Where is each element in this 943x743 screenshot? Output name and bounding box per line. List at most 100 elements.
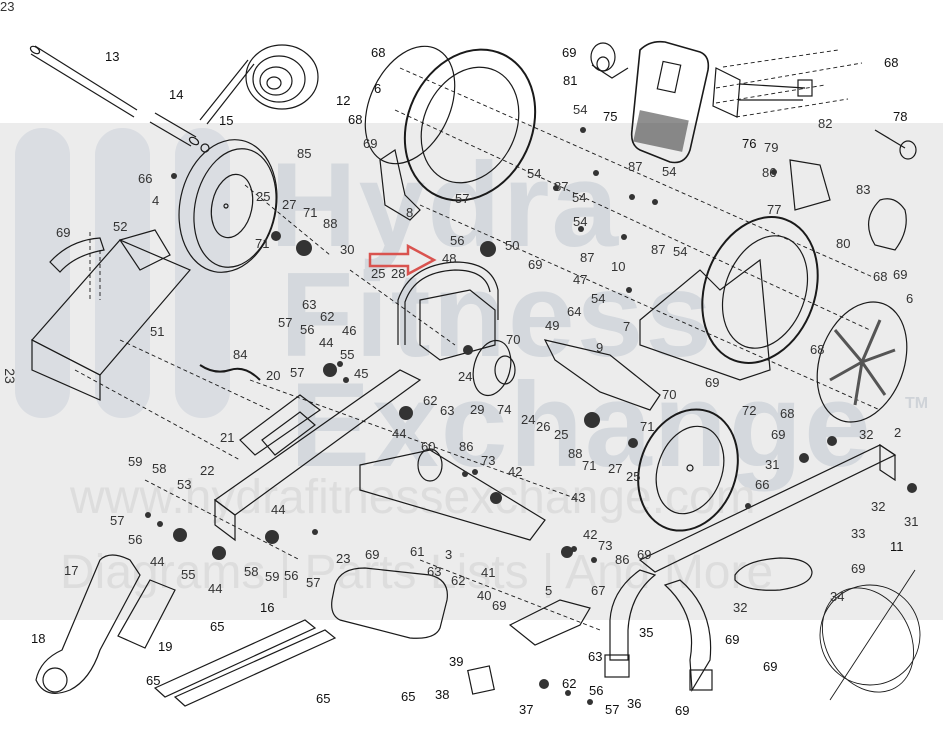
part-label-2: 2	[894, 425, 902, 440]
part-label-76: 76	[742, 136, 757, 151]
part-label-23: 23	[0, 0, 15, 14]
part-label-56: 56	[128, 532, 143, 547]
part-23-seat	[331, 567, 448, 639]
part-label-37: 37	[519, 702, 534, 717]
part-16-foot-straps	[153, 619, 337, 707]
part-7-fan-housing	[639, 216, 819, 381]
part-34-tray	[734, 557, 813, 591]
part-label-21: 21	[220, 430, 235, 445]
part-label-8: 8	[406, 205, 414, 220]
part-label-70: 70	[506, 332, 521, 347]
part-label-40: 40	[477, 588, 492, 603]
part-label-87: 87	[580, 250, 595, 265]
part-label-51: 51	[150, 324, 165, 339]
part-label-59: 59	[265, 569, 280, 584]
part-label-16: 16	[260, 600, 275, 615]
part-2-rear-rail	[609, 443, 897, 692]
part-label-35: 35	[639, 625, 654, 640]
part-12-belt-coil	[199, 44, 319, 125]
part-label-68: 68	[873, 269, 888, 284]
part-label-15: 15	[219, 113, 234, 128]
part-label-17: 17	[64, 563, 79, 578]
part-label-25: 25	[554, 427, 569, 442]
part-label-86: 86	[459, 439, 474, 454]
part-label-13: 13	[105, 49, 120, 64]
part-label-45: 45	[354, 366, 369, 381]
part-label-69: 69	[763, 659, 778, 674]
part-29-pulley	[472, 339, 516, 397]
part-label-54: 54	[673, 244, 688, 259]
part-label-4: 4	[152, 193, 160, 208]
part-label-69: 69	[363, 136, 378, 151]
part-label-57: 57	[306, 575, 321, 590]
part-label-68: 68	[780, 406, 795, 421]
part-label-58: 58	[152, 461, 167, 476]
part-label-74: 74	[497, 402, 512, 417]
part-label-12: 12	[336, 93, 351, 108]
part-label-65: 65	[316, 691, 331, 706]
part-3-seat-rail	[359, 448, 546, 541]
part-label-57: 57	[605, 702, 620, 717]
part-label-69: 69	[851, 561, 866, 576]
part-label-64: 64	[567, 304, 582, 319]
part-label-77: 77	[767, 202, 782, 217]
part-label-69: 69	[705, 375, 720, 390]
part-label-86: 86	[762, 165, 777, 180]
part-label-75: 75	[603, 109, 618, 124]
part-label-22: 22	[200, 463, 215, 478]
part-label-56: 56	[589, 683, 604, 698]
part-label-44: 44	[271, 502, 286, 517]
part-75-console	[630, 40, 710, 164]
part-label-39: 39	[449, 654, 464, 669]
part-label-54: 54	[527, 166, 542, 181]
part-36-end-cap	[604, 654, 630, 678]
part-label-57: 57	[278, 315, 293, 330]
part-4-flywheel	[178, 139, 278, 273]
part-label-63: 63	[427, 564, 442, 579]
part-51-front-stabilizer	[31, 229, 191, 401]
part-label-55: 55	[181, 567, 196, 582]
watermark-brand-line: Fitness	[280, 248, 715, 382]
part-label-36: 36	[627, 696, 642, 711]
part-label-54: 54	[573, 102, 588, 117]
part-label-67: 67	[591, 583, 606, 598]
highlight-arrow-icon	[368, 244, 437, 277]
part-label-47: 47	[573, 272, 588, 287]
part-label-58: 58	[244, 564, 259, 579]
part-76-console-mast	[712, 67, 813, 118]
part-label-30: 30	[340, 242, 355, 257]
page-number: 23	[1, 368, 18, 384]
fastener-dots	[145, 127, 917, 705]
part-38-pad	[467, 665, 495, 695]
part-label-49: 49	[545, 318, 560, 333]
part-label-70: 70	[662, 387, 677, 402]
part-label-32: 32	[871, 499, 886, 514]
part-label-20: 20	[266, 368, 281, 383]
part-label-10: 10	[611, 259, 626, 274]
part-label-87: 87	[651, 242, 666, 257]
part-label-52: 52	[113, 219, 128, 234]
part-19-strap-plate	[117, 579, 176, 649]
part-label-44: 44	[319, 335, 334, 350]
part-label-69: 69	[528, 257, 543, 272]
part-5-carriage	[508, 599, 591, 646]
part-9-arm	[543, 339, 661, 411]
part-label-68: 68	[371, 45, 386, 60]
part-label-56: 56	[284, 568, 299, 583]
watermark-tagline: Diagrams | Parts Lists | And More	[60, 546, 774, 599]
part-label-7: 7	[623, 319, 631, 334]
part-label-69: 69	[771, 427, 786, 442]
part-label-24: 24	[458, 369, 473, 384]
part-label-28: 28	[391, 266, 406, 281]
part-label-79: 79	[764, 140, 779, 155]
part-label-62: 62	[562, 676, 577, 691]
part-label-63: 63	[440, 403, 455, 418]
part-label-69: 69	[637, 547, 652, 562]
part-label-62: 62	[320, 309, 335, 324]
part-label-69: 69	[365, 547, 380, 562]
part-72-fan-impeller	[637, 408, 739, 532]
part-label-38: 38	[435, 687, 450, 702]
part-label-85: 85	[297, 146, 312, 161]
part-label-69: 69	[893, 267, 908, 282]
part-label-56: 56	[300, 322, 315, 337]
